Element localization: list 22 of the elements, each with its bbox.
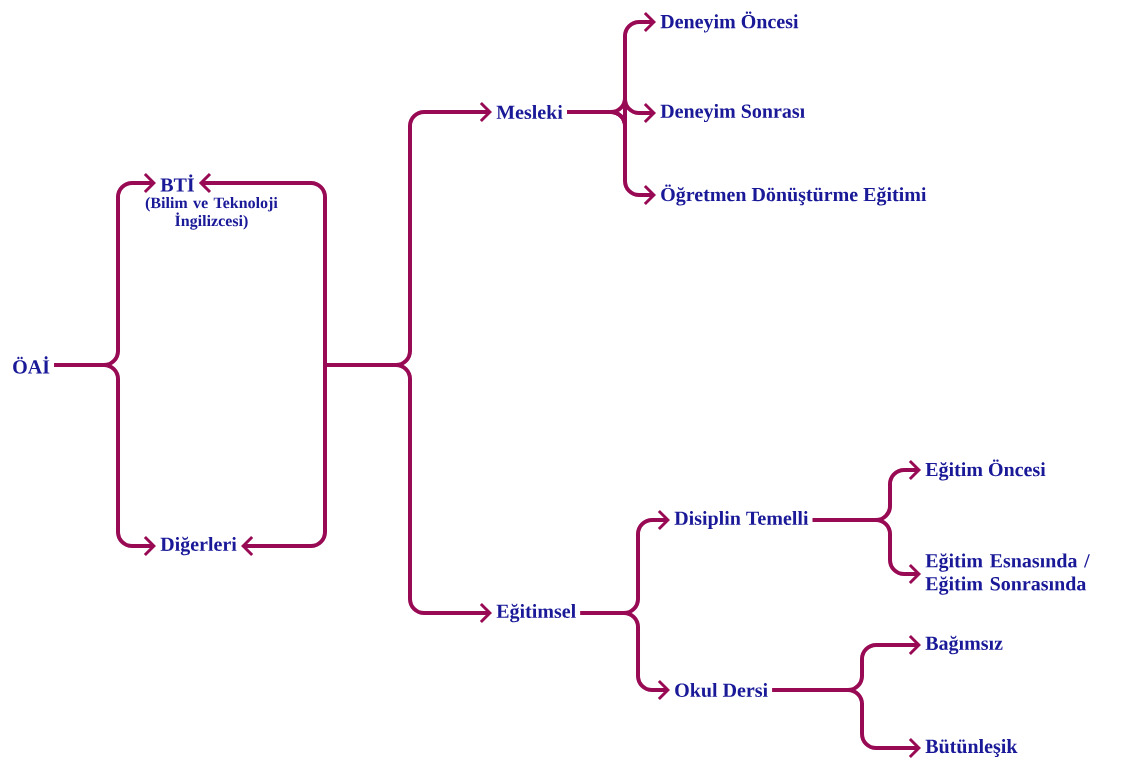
arrow <box>580 611 670 701</box>
node-text: ÖAİ <box>13 356 50 374</box>
arrow <box>325 363 492 624</box>
node-text: Disiplin Temelli <box>674 510 809 530</box>
arrow <box>54 363 156 557</box>
node-text: Deneyim Öncesi <box>660 11 799 33</box>
arrow <box>772 688 921 759</box>
node-text: Eğitim Esnasında / Eğitim Sonrasında <box>925 553 1090 595</box>
node-text: Okul Dersi <box>675 682 768 698</box>
node-text: Eğitim Öncesi <box>925 459 1046 481</box>
node-text: Bağımsız <box>925 635 1003 655</box>
node-text: Deneyim Sonrası <box>660 103 805 123</box>
node-text: BTİ (Bilim ve Teknoloji İngilizcesi) <box>145 174 278 230</box>
arrow <box>241 365 327 557</box>
arrow <box>198 172 327 365</box>
node-text: Bütünleşik <box>925 739 1018 757</box>
node-text: Eğitimsel <box>496 603 576 623</box>
node-text: Mesleki <box>496 104 563 120</box>
node-text: Diğerleri <box>160 536 237 556</box>
node-text: Öğretmen Dönüştürme Eğitimi <box>661 184 927 206</box>
arrow <box>567 110 656 206</box>
arrow <box>812 518 921 585</box>
